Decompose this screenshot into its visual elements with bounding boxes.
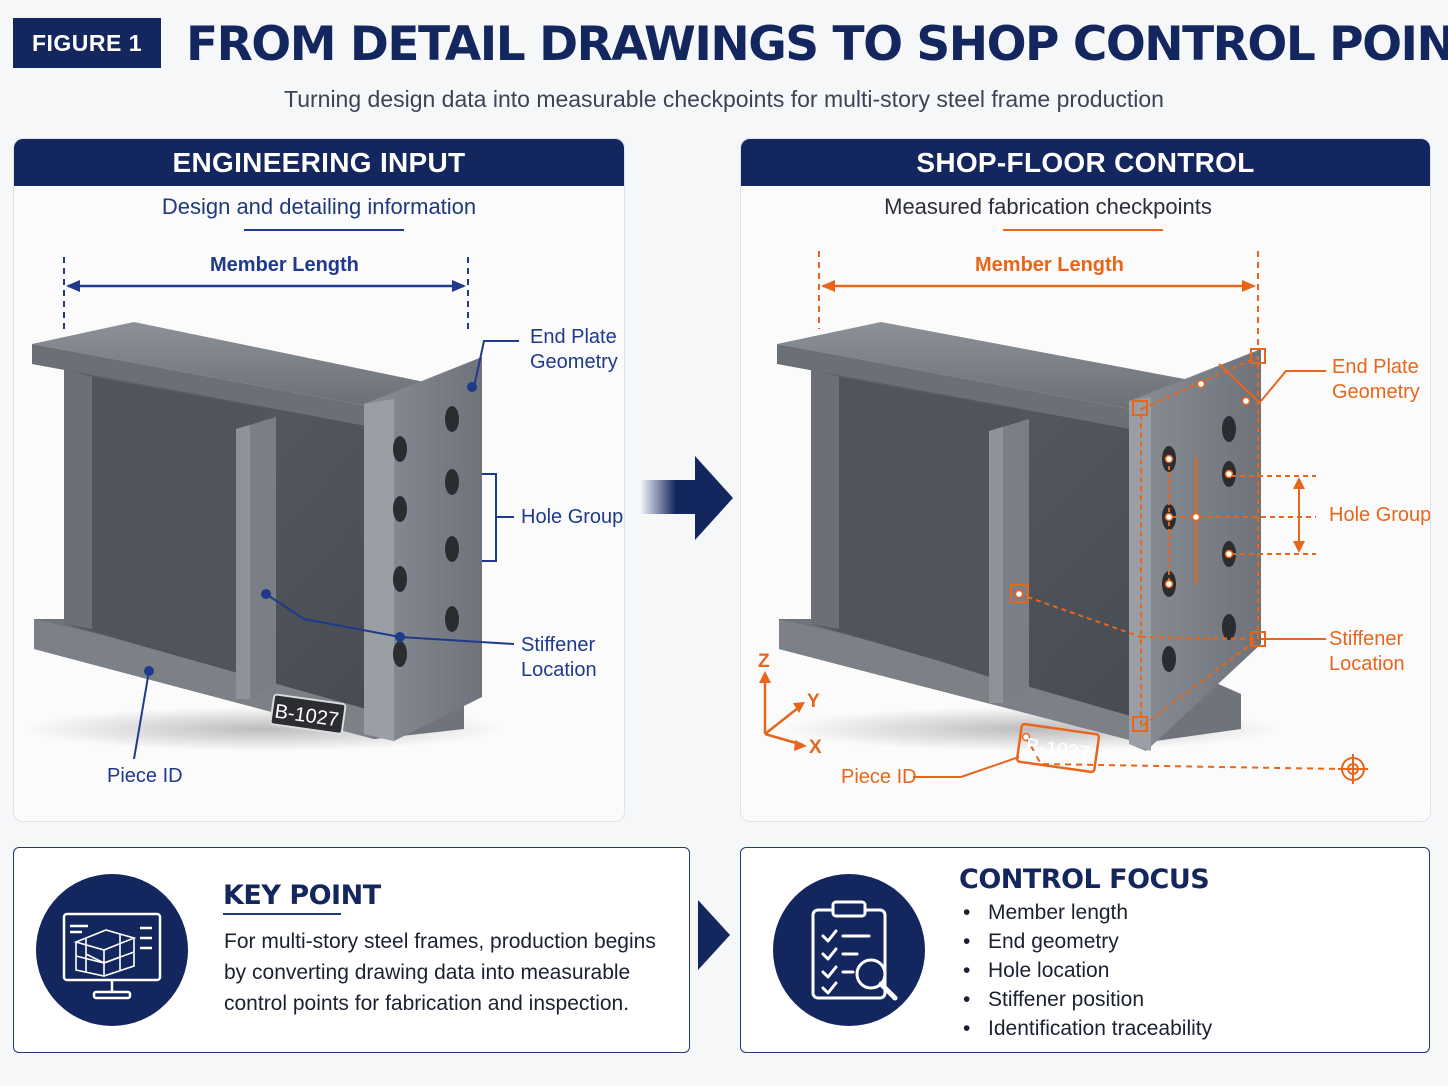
- right-arrow-icon: [640, 456, 733, 540]
- shop-floor-control-panel: SHOP-FLOOR CONTROL Measured fabrication …: [740, 138, 1431, 822]
- beam-illustration-shop: B-1027 Z Y X: [758, 251, 1368, 784]
- page-title: FROM DETAIL DRAWINGS TO SHOP CONTROL POI…: [186, 17, 1448, 72]
- key-point-card: KEY POINT For multi-story steel frames, …: [13, 847, 690, 1053]
- key-point-body: For multi-story steel frames, production…: [224, 930, 656, 1015]
- engineering-input-subtitle: Design and detailing information: [161, 194, 477, 219]
- shop-floor-control-title: SHOP-FLOOR CONTROL: [741, 139, 1430, 186]
- subtitle-underline: [1003, 229, 1163, 231]
- monitor-frame-icon: [36, 874, 188, 1026]
- end-plate-callout: End Plate Geometry: [1332, 356, 1420, 403]
- shop-floor-control-subtitle: Measured fabrication checkpoints: [884, 194, 1212, 219]
- beam-illustration-engineering: B-1027: [24, 257, 519, 760]
- engineering-input-title: ENGINEERING INPUT: [14, 139, 624, 186]
- chevron-right-icon: [698, 900, 730, 970]
- list-item: Member length: [963, 898, 1212, 927]
- list-item: Identification traceability: [963, 1014, 1212, 1043]
- clipboard-check-icon: [773, 874, 925, 1026]
- member-length-label: Member Length: [975, 254, 1124, 276]
- figure-badge: FIGURE 1: [13, 18, 161, 68]
- engineering-input-panel: ENGINEERING INPUT Design and detailing i…: [13, 138, 625, 822]
- control-focus-title: CONTROL FOCUS: [959, 864, 1210, 895]
- end-plate-callout: End Plate Geometry: [530, 326, 618, 373]
- page-subtitle: Turning design data into measurable chec…: [284, 86, 1164, 112]
- list-item: End geometry: [963, 927, 1212, 956]
- list-item: Stiffener position: [963, 985, 1212, 1014]
- member-length-label: Member Length: [210, 254, 359, 276]
- list-item: Hole location: [963, 956, 1212, 985]
- control-focus-card: CONTROL FOCUS Member length End geometry…: [740, 847, 1430, 1053]
- x-axis-label: X: [809, 737, 822, 758]
- stiffener-callout: Stiffener Location: [521, 634, 597, 681]
- hole-group-callout: Hole Group: [1329, 504, 1431, 526]
- subtitle-underline: [244, 229, 404, 231]
- piece-id-callout: Piece ID: [107, 765, 183, 787]
- y-axis-label: Y: [807, 691, 820, 712]
- hole-group-callout: Hole Group: [521, 506, 624, 528]
- z-axis-label: Z: [758, 651, 770, 672]
- stiffener-callout: Stiffener Location: [1329, 628, 1405, 675]
- key-point-title: KEY POINT: [223, 880, 381, 915]
- control-focus-list: Member length End geometry Hole location…: [963, 898, 1212, 1043]
- piece-id-callout: Piece ID: [841, 766, 917, 788]
